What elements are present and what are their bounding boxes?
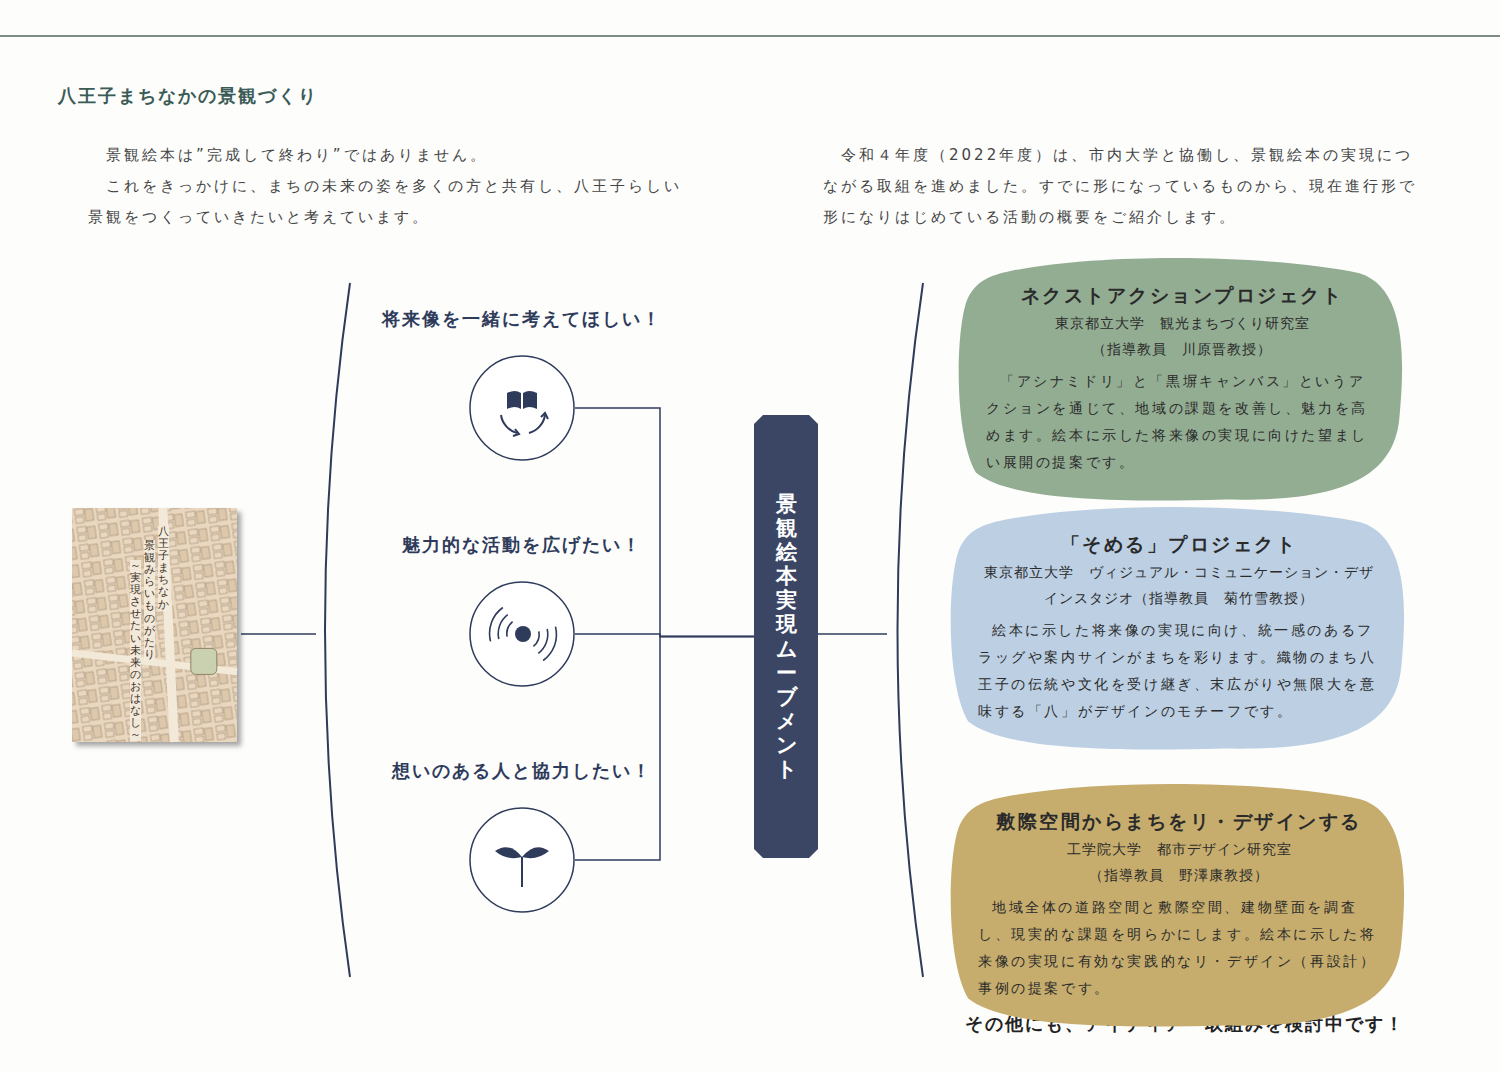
connector	[575, 408, 754, 637]
goal-circle-outline	[470, 808, 574, 912]
goal-icon	[501, 391, 548, 436]
project-blob: ネクストアクションプロジェクト東京都立大学 観光まちづくり研究室（指導教員 川原…	[958, 256, 1404, 502]
goal-heading: 将来像を一緒に考えてほしい！	[382, 307, 662, 331]
lab-name: （指導教員 野澤康教授）	[978, 862, 1380, 888]
book-leader-line	[241, 633, 316, 635]
park	[191, 648, 217, 674]
project-blob: 敷際空間からまちをリ・デザインする工学院大学 都市デザイン研究室（指導教員 野澤…	[950, 782, 1406, 1028]
project-body: 絵本に示した将来像の実現に向け、統一感のあるフラッグや案内サインがまちを彩ります…	[978, 617, 1380, 725]
movement-bar: 景観絵本実現ムーブメント	[754, 415, 818, 858]
project-body: 「アシナミドリ」と「黒塀キャンバス」というアクションを通じて、地域の課題を改善し…	[986, 368, 1378, 476]
goal-icon	[495, 847, 549, 887]
goal-circle-outline	[470, 356, 574, 460]
lab-name: （指導教員 川原晋教授）	[986, 336, 1378, 362]
circle-shape	[469, 355, 575, 461]
top-rule	[0, 35, 1500, 37]
goal-circle: 将来像を一緒に考えてほしい！	[469, 355, 575, 461]
project-title: ネクストアクションプロジェクト	[986, 280, 1378, 310]
blob-fill	[951, 784, 1404, 1027]
blob-fill	[951, 507, 1404, 750]
cover-title: 景観みらいものがたり	[144, 540, 155, 661]
book-cover: 八王子まちなか景観みらいものがたり～実現させたい未来のおはなし～	[72, 508, 237, 742]
page-title: 八王子まちなかの景観づくり	[58, 84, 318, 108]
circle-shape	[469, 581, 575, 687]
goal-heading: 魅力的な活動を広げたい！	[402, 533, 642, 557]
intro-text: これをきっかけに、まちの未来の姿を多くの方と共有し、八王子らしい景観をつくってい…	[88, 171, 688, 233]
connector	[575, 637, 754, 861]
project-body: 地域全体の道路空間と敷際空間、建物壁面を調査し、現実的な課題を明らかにします。絵…	[978, 894, 1380, 1002]
lab-name: 東京都立大学 ヴィジュアル・コミュニケーション・デザインスタジオ（指導教員 菊竹…	[978, 559, 1380, 611]
blob-fill	[959, 258, 1402, 501]
cover-title: 八王子まちなか	[158, 526, 169, 611]
intro-text: 令和４年度（2022年度）は、市内大学と協働し、景観絵本の実現につながる取組を進…	[823, 140, 1423, 233]
goal-circle: 魅力的な活動を広げたい！	[469, 581, 575, 687]
project-title: 敷際空間からまちをリ・デザインする	[978, 806, 1380, 836]
goal-heading: 想いのある人と協力したい！	[392, 759, 652, 783]
movement-title: 景観絵本実現ムーブメント	[776, 492, 797, 782]
circle-shape	[469, 807, 575, 913]
lab-name: 工学院大学 都市デザイン研究室	[978, 836, 1380, 862]
project-title: 「そめる」プロジェクト	[978, 529, 1380, 559]
left-bracket	[325, 283, 350, 977]
right-bracket	[898, 283, 924, 977]
bar-leader-line	[818, 633, 887, 635]
project-blob: 「そめる」プロジェクト東京都立大学 ヴィジュアル・コミュニケーション・デザインス…	[950, 505, 1406, 751]
city-illustration	[72, 508, 237, 742]
intro-text: 景観絵本は”完成して終わり”ではありません。	[88, 140, 688, 171]
goal-circle-outline	[470, 582, 574, 686]
cover-title: ～実現させたい未来のおはなし～	[130, 560, 141, 741]
lab-name: 東京都立大学 観光まちづくり研究室	[986, 310, 1378, 336]
goal-circle: 想いのある人と協力したい！	[469, 807, 575, 913]
goal-icon	[485, 606, 560, 663]
movement-bar-fill	[754, 415, 818, 858]
